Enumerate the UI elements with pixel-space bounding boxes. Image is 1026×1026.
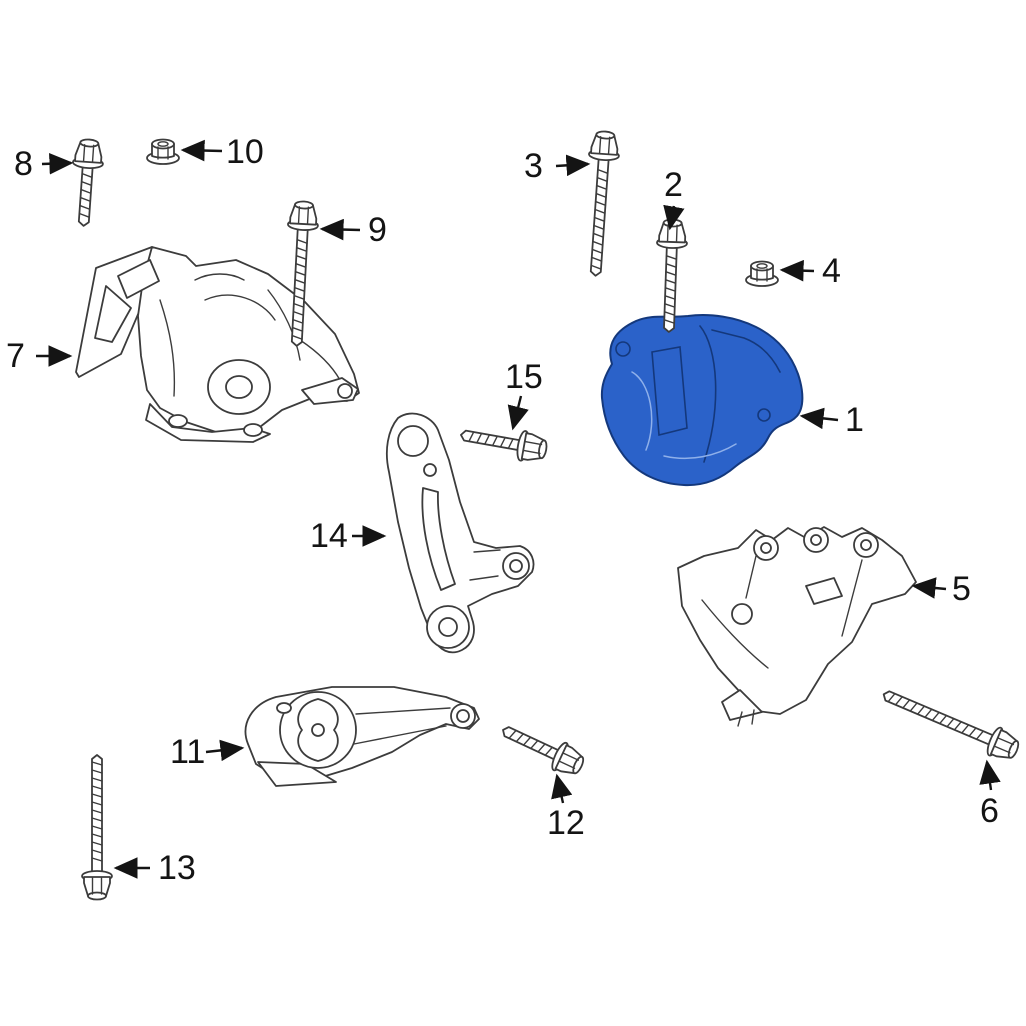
callout-6: 6 [980, 792, 999, 830]
part-1-mount-highlighted [600, 314, 804, 487]
callout-1: 1 [845, 401, 864, 439]
callout-10: 10 [226, 133, 264, 171]
leader-arrow-9 [319, 218, 361, 241]
leader-arrow-4 [779, 259, 815, 282]
callout-11: 11 [170, 733, 206, 771]
bolt-13 [81, 754, 113, 901]
leader-arrow-11 [205, 739, 245, 762]
nut-4 [745, 260, 779, 287]
part-11-lower-mount [244, 686, 480, 787]
callout-13: 13 [158, 849, 196, 887]
leader-arrow-2 [663, 204, 685, 231]
part-14-bracket [385, 412, 535, 654]
callout-4: 4 [822, 252, 841, 290]
callout-15: 15 [505, 358, 543, 396]
leader-arrow-6 [979, 759, 1001, 791]
bolt-3 [579, 129, 622, 278]
part-5-bracket [677, 526, 917, 727]
leader-arrow-15 [507, 395, 529, 431]
callout-12: 12 [547, 804, 585, 842]
leader-arrow-5 [911, 577, 947, 599]
callout-9: 9 [368, 211, 387, 249]
leader-arrow-1 [799, 407, 839, 430]
leader-arrow-3 [555, 154, 591, 177]
callout-3: 3 [524, 147, 543, 185]
bolt-6 [876, 679, 1024, 766]
callout-5: 5 [952, 570, 971, 608]
callout-7: 7 [6, 337, 25, 375]
bolt-15 [457, 419, 550, 466]
callout-2: 2 [664, 166, 683, 204]
bolt-12 [495, 715, 589, 782]
bolt-8 [67, 137, 106, 228]
part-7-engine-mount [75, 246, 360, 443]
leader-arrow-8 [41, 152, 74, 175]
nut-10 [146, 138, 180, 165]
leader-arrow-12 [551, 773, 573, 804]
callout-14: 14 [310, 517, 348, 555]
callout-8: 8 [14, 145, 33, 183]
leader-arrow-10 [180, 139, 223, 162]
